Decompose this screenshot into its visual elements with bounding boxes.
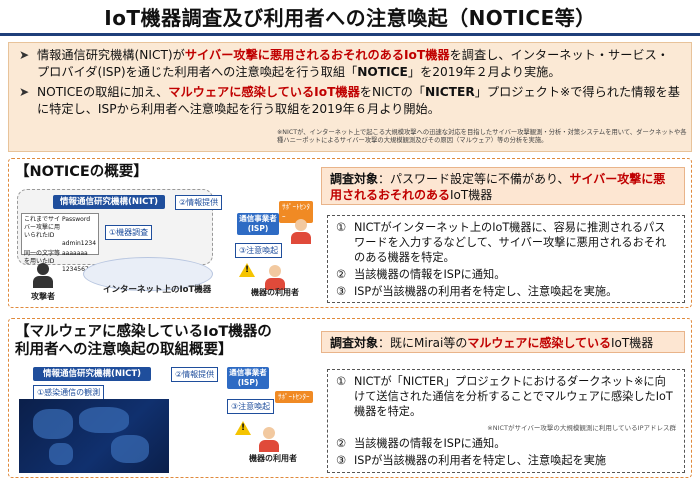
notice-target-box: 調査対象：パスワード設定等に不備があり、サイバー攻撃に悪用されるおそれのあるIo… bbox=[321, 167, 685, 205]
support-center-tag-2: ｻﾎﾟｰﾄｾﾝﾀｰ bbox=[275, 391, 313, 403]
step2-label-2: ②情報提供 bbox=[171, 367, 219, 382]
arrow-bullet-icon: ➤ bbox=[19, 85, 30, 99]
pw-note: これまでサイバー攻撃に用いられたID bbox=[24, 216, 61, 239]
pw-note2: 同一の文字等を用いたID bbox=[24, 250, 61, 265]
target-emph-2: マルウェアに感染している bbox=[467, 336, 611, 350]
title-bar: IoT機器調査及び利用者への注意喚起（NOTICE等） bbox=[0, 0, 700, 36]
malware-target-box: 調査対象：既にMirai等のマルウェアに感染しているIoT機器 bbox=[321, 331, 685, 353]
notice-panel-title: 【NOTICEの概要】 bbox=[15, 164, 148, 180]
step1-label: ①機器調査 bbox=[105, 225, 153, 240]
malware-panel-title-1: 【マルウェアに感染しているIoT機器の bbox=[15, 324, 272, 340]
user-label: 機器の利用者 bbox=[251, 288, 299, 297]
bullet2-bold: NICTER bbox=[425, 85, 475, 99]
target-post: IoT機器 bbox=[450, 188, 493, 202]
target-label-2: 調査対象 bbox=[330, 336, 379, 350]
summary-bullet-2: ➤ NOTICEの取組に加え、マルウェアに感染しているIoT機器をNICTの「N… bbox=[19, 84, 681, 118]
bullet1-post: 」を2019年２月より実施。 bbox=[407, 65, 561, 79]
isp-label-2: 通信事業者 (ISP) bbox=[227, 367, 269, 389]
arrow-bullet-icon: ➤ bbox=[19, 48, 30, 62]
malware-diagram: 情報通信研究機構(NICT) ①感染通信の観測 ②情報提供 通信事業者 (ISP… bbox=[13, 363, 313, 475]
target-emph: サイバー攻撃に悪用されるおそれのある bbox=[330, 172, 666, 202]
target-pre-2: ：既にMirai等の bbox=[378, 336, 468, 350]
internet-label: インターネット上のIoT機器 bbox=[103, 285, 212, 295]
malware-panel: 【マルウェアに感染しているIoT機器の 利用者への注意喚起の取組概要】 情報通信… bbox=[8, 318, 692, 478]
support-person-icon bbox=[291, 219, 311, 244]
target-post-2: IoT機器 bbox=[610, 336, 654, 350]
isp-label: 通信事業者 (ISP) bbox=[237, 213, 279, 235]
attacker-label: 攻撃者 bbox=[31, 292, 55, 301]
bullet1-emph: サイバー攻撃に悪用されるおそれのあるIoT機器 bbox=[184, 48, 450, 62]
user-label-2: 機器の利用者 bbox=[249, 454, 297, 463]
step3-label-2: ③注意喚起 bbox=[227, 399, 275, 414]
bullet1-mid: を調査し、インターネット・サービス・プロバイダ(ISP)を通じた利用者への注意喚… bbox=[37, 48, 669, 79]
user-person-icon-2 bbox=[259, 427, 279, 452]
page-title: IoT機器調査及び利用者への注意喚起（NOTICE等） bbox=[104, 6, 596, 30]
bullet1-bold: NOTICE bbox=[357, 65, 408, 79]
bullet2-post: 」プロジェクト※で得られた情報を基に特定し、ISPから利用者へ注意喚起を行う取組… bbox=[37, 85, 680, 116]
summary-footnote: ※NICTが、インターネット上で起こる大規模攻撃への迅速な対応を目指したサイバー… bbox=[277, 129, 687, 144]
step2-label: ②情報提供 bbox=[175, 195, 223, 210]
darknet-note: ※NICTがサイバー攻撃の大規模観測に利用しているIPアドレス群 bbox=[487, 424, 676, 432]
attacker-icon bbox=[33, 263, 53, 288]
user-person-icon bbox=[265, 265, 285, 290]
support-center-tag: ｻﾎﾟｰﾄｾﾝﾀｰ bbox=[279, 201, 313, 223]
bullet2-pre: NOTICEの取組に加え、 bbox=[37, 85, 169, 99]
world-map-image bbox=[19, 399, 169, 473]
warning-icon-2: ! bbox=[235, 421, 251, 435]
target-label: 調査対象 bbox=[330, 172, 379, 186]
target-pre: ：パスワード設定等に不備があり、 bbox=[378, 172, 570, 186]
nict-label-2: 情報通信研究機構(NICT) bbox=[33, 367, 151, 381]
internet-cloud bbox=[83, 257, 213, 291]
bullet2-emph: マルウェアに感染しているIoT機器 bbox=[168, 85, 360, 99]
step1-label-2: ①感染通信の観測 bbox=[33, 385, 105, 400]
pw-1: admin1234 bbox=[62, 240, 97, 247]
bullet1-pre: 情報通信研究機構(NICT)が bbox=[37, 48, 185, 62]
pw-label: Password bbox=[62, 216, 91, 223]
notice-panel: 【NOTICEの概要】 情報通信研究機構(NICT) これまでサイバー攻撃に用い… bbox=[8, 158, 692, 308]
summary-box: ➤ 情報通信研究機構(NICT)がサイバー攻撃に悪用されるおそれのあるIoT機器… bbox=[8, 42, 692, 152]
pw-2: aaaaaaa bbox=[62, 250, 88, 257]
step3-label: ③注意喚起 bbox=[235, 243, 283, 258]
malware-panel-title-2: 利用者への注意喚起の取組概要】 bbox=[15, 342, 233, 358]
pw-3: 12345678 bbox=[62, 266, 93, 273]
bullet2-mid: をNICTの「 bbox=[359, 85, 425, 99]
warning-icon: ! bbox=[239, 263, 255, 277]
nict-label: 情報通信研究機構(NICT) bbox=[53, 195, 165, 209]
summary-bullet-1: ➤ 情報通信研究機構(NICT)がサイバー攻撃に悪用されるおそれのあるIoT機器… bbox=[19, 47, 681, 81]
